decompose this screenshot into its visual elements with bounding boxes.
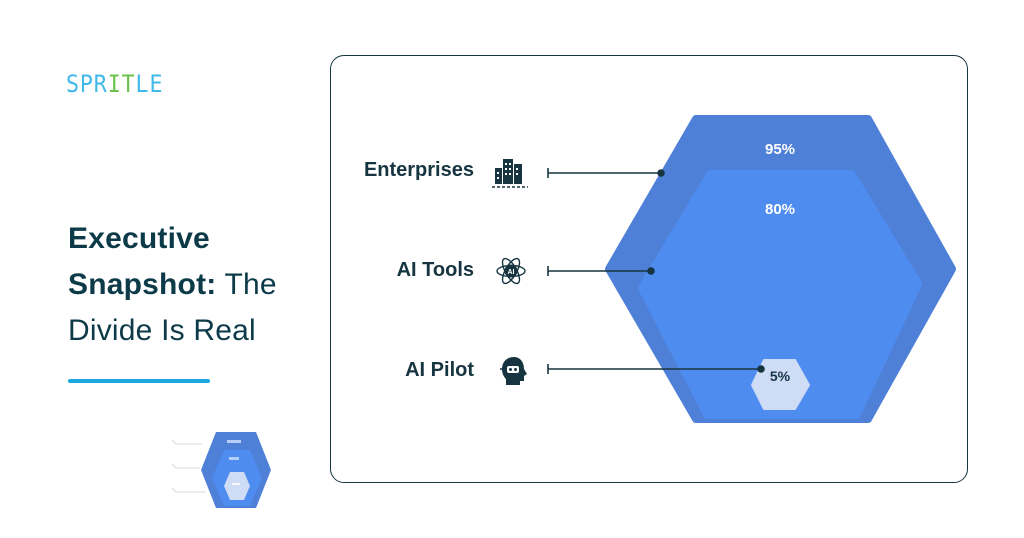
title-bold: Executive Snapshot: <box>68 222 217 301</box>
logo-text-part2: IT <box>107 70 136 98</box>
title-regular-1: The <box>224 268 277 301</box>
buildings-icon <box>492 159 528 188</box>
diagram-thumbnail-icon <box>171 432 271 508</box>
robot-head-icon <box>500 357 527 385</box>
label-ai-tools: AI Tools <box>396 259 474 281</box>
svg-text:AI: AI <box>508 269 515 276</box>
logo-text-part1: SPR <box>66 70 108 98</box>
logo-text-part3: LE <box>135 70 164 98</box>
label-ai-pilot: AI Pilot <box>405 359 474 381</box>
page-title: Executive Snapshot: The Divide Is Real <box>68 216 328 354</box>
spritle-logo[interactable]: SPRITLE <box>66 70 163 98</box>
label-enterprises: Enterprises <box>363 159 474 181</box>
ai-atom-icon: AI <box>496 257 526 285</box>
title-underline <box>68 379 210 383</box>
title-regular-2: Divide Is Real <box>68 314 256 347</box>
